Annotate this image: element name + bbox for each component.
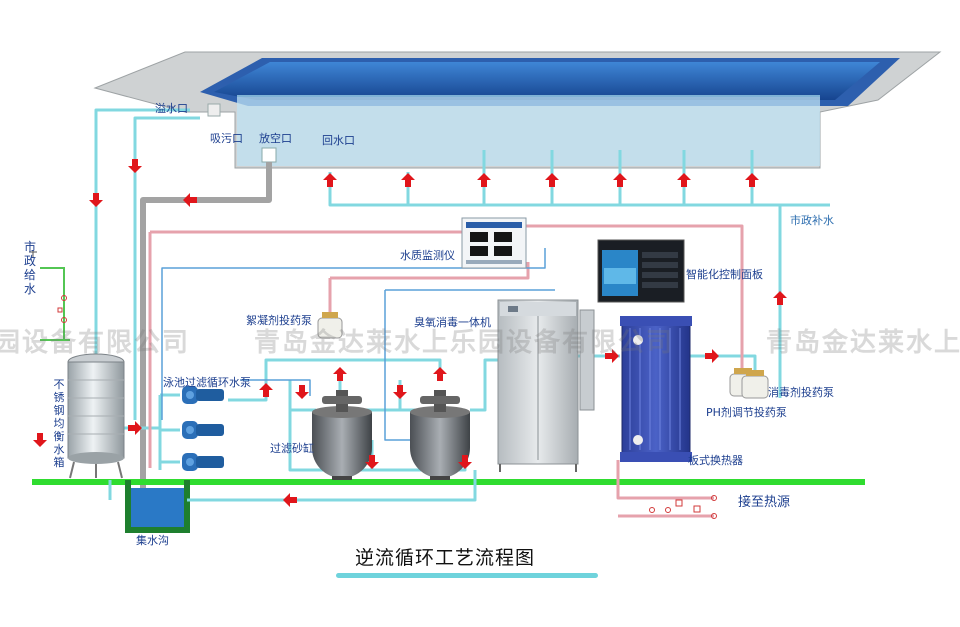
hot-pipes — [148, 224, 744, 518]
label-sand-filter: 过滤砂缸 — [270, 442, 314, 455]
flow-arrow-icon — [295, 385, 309, 399]
label-filter-pump: 泳池过滤循环水泵 — [163, 376, 251, 389]
balance-tank — [67, 353, 125, 479]
watermark-right: 青岛金达莱水上 — [766, 328, 960, 358]
flow-arrow-icon — [128, 159, 142, 173]
flow-arrow-icon — [259, 383, 273, 397]
pool-water-surface — [214, 62, 880, 100]
suction-fitting — [207, 103, 221, 117]
flow-arrow-icon — [283, 493, 297, 507]
label-smart-panel: 智能化控制面板 — [686, 268, 763, 281]
watermark-middle: 青岛金达莱水上乐园设备有限公司 — [254, 328, 675, 358]
flow-arrow-icon — [745, 173, 759, 187]
flocculant-dosing-pump — [317, 312, 343, 339]
label-ozone: 臭氧消毒一体机 — [414, 316, 491, 329]
label-sump: 集水沟 — [136, 534, 169, 547]
flow-arrow-icon — [773, 291, 787, 305]
smart-control-panel — [597, 239, 685, 303]
disinfectant-dosing-pump — [741, 370, 769, 399]
flow-arrow-icon — [33, 433, 47, 447]
label-heat-exchanger: 板式换热器 — [688, 454, 743, 467]
label-municipal-makeup: 市政补水 — [790, 214, 834, 227]
municipal-supply-pipe — [40, 267, 70, 341]
flow-arrow-icon — [677, 173, 691, 187]
water-quality-monitor — [461, 217, 527, 269]
ozone-machine — [497, 299, 595, 472]
flow-arrow-icon — [545, 173, 559, 187]
flow-arrow-icon — [477, 173, 491, 187]
label-overflow: 溢水口 — [155, 102, 188, 115]
pool-glass-wall — [237, 96, 820, 166]
label-water-monitor: 水质监测仪 — [400, 249, 455, 262]
label-flocculant-pump: 絮凝剂投药泵 — [246, 314, 312, 327]
title-underline — [336, 573, 598, 578]
plate-heat-exchanger — [620, 316, 692, 462]
circulation-pumps — [182, 386, 224, 471]
watermark-left: 园设备有限公司 — [0, 328, 191, 358]
swimming-pool — [93, 51, 942, 169]
label-drain: 放空口 — [259, 132, 292, 145]
municipal-valves — [29, 250, 67, 323]
flow-arrow-icon — [333, 367, 347, 381]
label-municipal-supply: 市政给水 — [23, 240, 36, 296]
ground-line — [32, 479, 865, 485]
flow-arrow-icon — [393, 385, 407, 399]
sump-pit — [125, 480, 190, 533]
flow-arrow-icon — [89, 193, 103, 207]
flow-arrow-icon — [605, 349, 619, 363]
sand-filter-left — [312, 390, 372, 480]
label-heat-source: 接至热源 — [738, 495, 791, 510]
label-return-inlet: 回水口 — [322, 134, 355, 147]
flow-arrow-icon — [705, 349, 719, 363]
diagram-title: 逆流循环工艺流程图 — [355, 547, 536, 569]
flow-arrow-icon — [433, 367, 447, 381]
flow-arrow-icon — [401, 173, 415, 187]
drain-pipe — [140, 162, 272, 492]
heat-source-valves — [649, 495, 717, 519]
flow-arrow-icon — [183, 193, 197, 207]
label-balance-tank: 不锈钢均衡水箱 — [53, 378, 65, 469]
flow-arrow-icon — [365, 455, 379, 469]
flow-arrow-icon — [613, 173, 627, 187]
label-disinfectant-pump: 消毒剂投药泵 — [768, 386, 834, 399]
drain-fitting — [261, 147, 277, 163]
flow-arrows — [33, 159, 787, 507]
sand-filter-right — [410, 390, 470, 480]
label-suction: 吸污口 — [210, 132, 243, 145]
flow-arrow-icon — [323, 173, 337, 187]
label-ph-pump: PH剂调节投药泵 — [706, 406, 787, 419]
supply-pipes — [161, 248, 576, 441]
flow-arrow-icon — [458, 455, 472, 469]
flow-arrow-icon — [128, 421, 142, 435]
